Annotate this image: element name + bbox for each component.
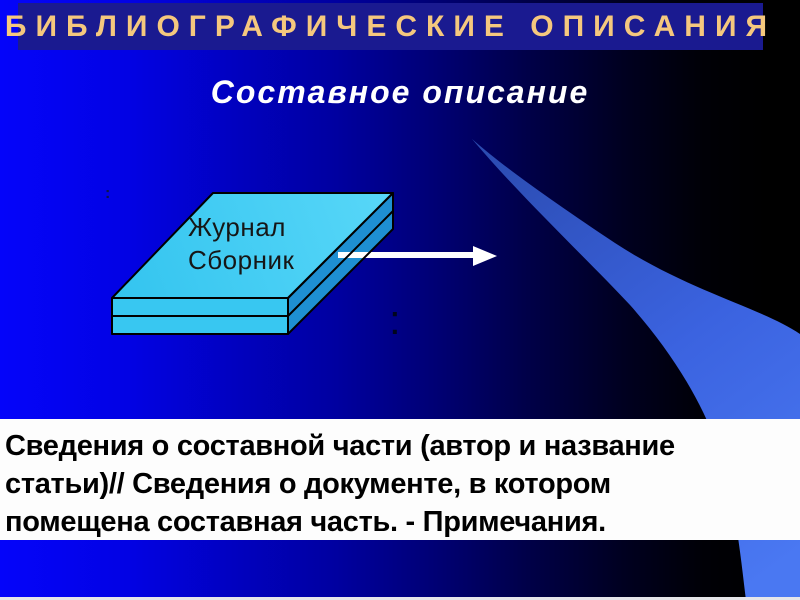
- book-label-journal: Журнал: [188, 212, 286, 242]
- swoosh-curve: [472, 139, 800, 600]
- description-line-1: Сведения о составной части (автор и назв…: [5, 430, 675, 462]
- description-box: Сведения о составной части (автор и назв…: [0, 419, 800, 540]
- title-banner: БИБЛИОГРАФИЧЕСКИЕ ОПИСАНИЯ: [5, 3, 767, 50]
- description-line-3: помещена составная часть. - Примечания.: [5, 506, 606, 538]
- book-front-outline: [111, 297, 289, 335]
- stray-colon-right: :: [389, 296, 401, 343]
- bottom-edge-strip: [0, 597, 800, 600]
- slide-subtitle: Составное описание: [210, 74, 590, 110]
- book-side-divider: [287, 210, 394, 317]
- book-top-face: [112, 193, 393, 298]
- arrow-right-icon: [338, 246, 497, 266]
- book-label-collection: Сборник: [188, 245, 295, 275]
- stray-colon-left: :: [105, 185, 111, 202]
- book-labels: Журнал Сборник: [188, 211, 294, 277]
- slide-title: БИБЛИОГРАФИЧЕСКИЕ ОПИСАНИЯ: [4, 9, 777, 43]
- description-line-2: статьи)// Сведения о документе, в которо…: [5, 468, 611, 500]
